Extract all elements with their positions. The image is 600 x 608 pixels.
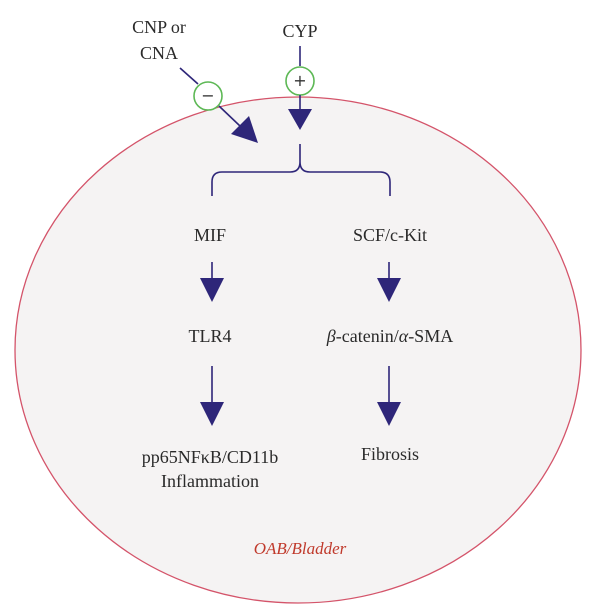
scf-to-catenin-arrowhead: [377, 278, 401, 302]
inflammation-node: pp65NFκB/CD11b Inflammation: [110, 445, 310, 493]
organ-label: OAB/Bladder: [253, 539, 347, 558]
tlr4-to-nfkb-arrowhead: [200, 402, 224, 426]
minus-sign: −: [201, 86, 215, 105]
sma-text: -SMA: [408, 326, 454, 346]
inhibitor-label: CNP or CNA: [104, 14, 214, 66]
activator-arrowhead: [288, 109, 312, 130]
bladder-ellipse: [14, 96, 582, 604]
inhibitor-arrow-shaft: [218, 105, 241, 127]
tlr4-node: TLR4: [188, 326, 232, 346]
alpha-symbol: α: [398, 326, 409, 346]
inhibitor-circle: [193, 81, 223, 111]
catenin-text: -catenin/: [335, 326, 399, 346]
activator-label: CYP: [282, 21, 318, 41]
inflammation-label: Inflammation: [161, 471, 259, 491]
inhibitor-input-line: [179, 67, 199, 85]
fibrosis-node: Fibrosis: [360, 444, 420, 464]
mif-node: MIF: [193, 225, 226, 245]
catenin-sma-node: β-catenin/α-SMA: [300, 325, 480, 347]
nfkb-label: pp65NFκB/CD11b: [141, 447, 279, 467]
inhibitor-label-line1: CNP or: [132, 17, 186, 37]
plus-sign: +: [293, 71, 307, 90]
catenin-to-fibrosis-arrowhead: [377, 402, 401, 426]
beta-symbol: β: [326, 326, 336, 346]
inhibitor-arrowhead: [231, 116, 258, 143]
mif-to-tlr4-arrowhead: [200, 278, 224, 302]
inhibitor-label-line2: CNA: [139, 43, 178, 63]
scf-ckit-node: SCF/c-Kit: [352, 225, 427, 245]
pathway-branch-brace: [211, 144, 391, 196]
